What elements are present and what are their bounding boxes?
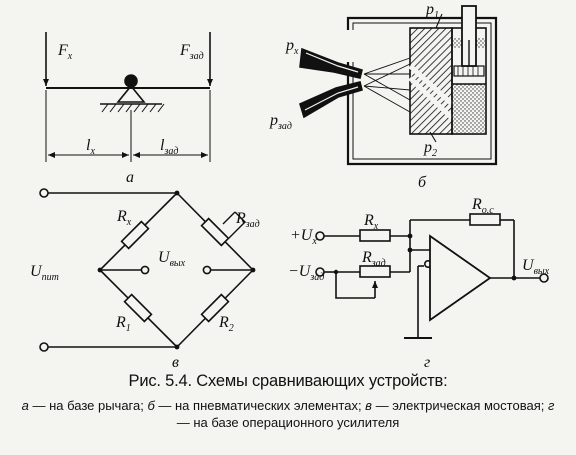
label-p1: p1: [425, 1, 439, 21]
input-terminal-ux: [315, 231, 325, 241]
caption-text-a: — на базе рычага;: [28, 398, 148, 413]
caption-text-g: — на базе операционного усилителя: [176, 415, 400, 430]
label-bridge-out: Uвых: [158, 249, 186, 269]
label-out: Uвых: [522, 257, 550, 277]
label-rx-input: Rx: [363, 212, 379, 232]
caption-key-g: г: [547, 398, 555, 413]
comparator-schemes-figure: Fx Fзад lx lзад а p1 p2 px pзад б: [30, 1, 550, 370]
resistor-rset: [200, 217, 230, 247]
output-terminal-right: [202, 265, 212, 275]
label-rset-input: Rзад: [361, 249, 386, 269]
label-px: px: [285, 37, 299, 57]
caption-key-b: б: [147, 398, 155, 413]
label-r1: R1: [115, 314, 131, 334]
label-fset: Fзад: [179, 42, 204, 62]
jet-streams: [363, 57, 411, 113]
supply-terminal-top: [39, 188, 49, 198]
resistor-rx: [120, 220, 150, 250]
float-piston: [453, 65, 485, 77]
panel-b-label: б: [418, 174, 427, 191]
label-fx: Fx: [57, 42, 73, 62]
label-uset: −Uзад: [288, 263, 324, 283]
label-lset: lзад: [160, 137, 178, 157]
resistor-r1: [123, 293, 153, 323]
chamber-housing: [346, 16, 498, 166]
label-rset: Rзад: [235, 210, 260, 230]
panel-v-label: в: [172, 354, 179, 370]
output-terminal-out: [539, 273, 549, 283]
caption-key-a: а: [21, 398, 29, 413]
panel-v-bridge: [39, 188, 254, 352]
label-r2: R2: [218, 314, 234, 334]
label-rx: Rx: [116, 208, 132, 228]
caption-text-b: — на пневматических элементах;: [154, 398, 366, 413]
rset-adjust-tap: [222, 211, 246, 239]
supply-terminal-bottom: [39, 342, 49, 352]
label-supply: Uпит: [30, 263, 59, 283]
caption-key-v: в: [365, 398, 372, 413]
label-ux: +Ux: [290, 227, 317, 247]
liquid-fill: [453, 84, 485, 133]
panel-a-lever: [43, 32, 213, 162]
label-pset: pзад: [269, 112, 292, 132]
label-lx: lx: [86, 137, 95, 157]
panel-a-label: а: [126, 169, 134, 186]
pivot-support: [116, 84, 146, 103]
label-rfb: Rо.с: [471, 196, 494, 216]
panel-b-pneumatic: [299, 5, 498, 166]
resistor-r2: [200, 293, 230, 323]
label-p2: p2: [423, 139, 437, 159]
panel-g-opamp: [315, 213, 549, 339]
caption-text-v: — электрическая мостовая;: [371, 398, 548, 413]
output-terminal-left: [140, 265, 150, 275]
figure-caption-title: Рис. 5.4. Схемы сравнивающих устройств:: [128, 372, 448, 390]
panel-g-label: г: [424, 354, 430, 370]
ground-hatch: [101, 103, 165, 113]
opamp-triangle: [429, 234, 492, 322]
figure-caption-legend: а — на базе рычага; б — на пневматически…: [14, 397, 562, 431]
